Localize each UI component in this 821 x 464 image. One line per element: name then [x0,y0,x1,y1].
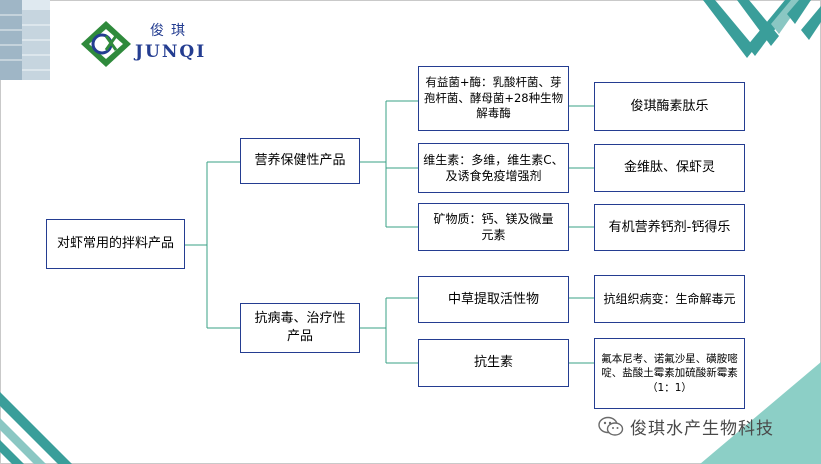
logo-chinese-text: 俊琪 [150,23,192,39]
node-category-antiviral: 抗病毒、治疗性产品 [240,303,360,353]
node-type-probiotics: 有益菌+酶：乳酸杆菌、芽孢杆菌、酵母菌+28种生物解毒酶 [418,66,569,131]
node-type-minerals: 矿物质：钙、镁及微量元素 [418,203,569,251]
watermark-text: 俊琪水产生物科技 [630,419,774,439]
teal-corner-decoration [700,362,821,464]
teal-stripes-decoration-bottom-left [0,392,72,464]
watermark: 俊琪水产生物科技 [598,414,774,439]
teal-stripes-decoration [703,0,821,58]
node-product-calcium: 有机营养钙剂-钙得乐 [594,204,745,251]
node-product-detox: 抗组织病变：生命解毒元 [594,275,745,323]
node-type-vitamins: 维生素：多维，维生素C、及诱食免疫增强剂 [418,143,569,193]
node-product-vitamin: 金维肽、保虾灵 [594,144,745,192]
wechat-icon [598,416,624,436]
node-product-antibiotics: 氟本尼考、诺氟沙星、磺胺嘧啶、盐酸土霉素加硫酸新霉素（1：1） [594,338,745,409]
node-product-enzyme: 俊琪酶素肽乐 [594,82,745,131]
node-category-nutrition: 营养保健性产品 [240,138,360,184]
building-image [0,0,50,80]
node-root: 对虾常用的拌料产品 [46,219,185,269]
node-type-antibiotics: 抗生素 [418,339,569,387]
junqi-logo-icon [81,21,131,67]
node-type-herbal: 中草提取活性物 [418,276,569,323]
logo-english-text: JUNQI [135,42,207,62]
